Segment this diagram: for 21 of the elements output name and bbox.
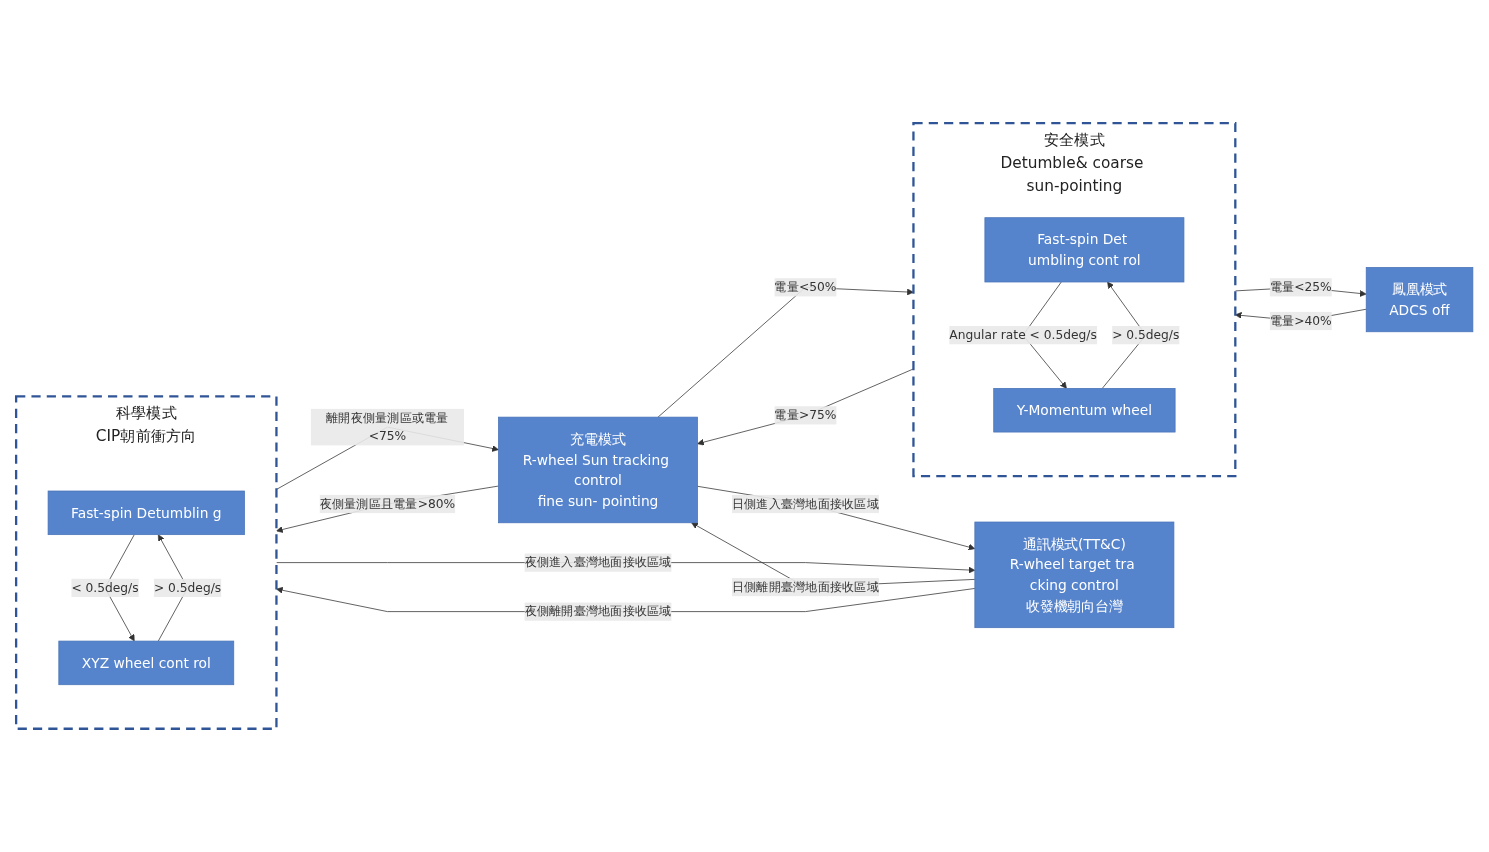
edge-label: 夜側進入臺灣地面接收區域 <box>524 555 672 570</box>
node-box: Fast-spin Det umbling cont rol <box>984 217 1185 283</box>
edge-label: 電量<25% <box>1269 279 1332 295</box>
edge-label: 電量<50% <box>774 279 837 295</box>
edge-label: < 0.5deg/s <box>71 580 139 595</box>
edge-label: 夜側量測區且電量>80% <box>319 496 456 511</box>
edge-label: 離開夜側量測區或電量<75% <box>326 410 449 444</box>
edge-label: 電量>40% <box>1269 313 1332 328</box>
node-box: 通訊模式(TT&C) R-wheel target tra cking control 收發機朝向台灣 <box>974 521 1175 629</box>
node-box: XYZ wheel cont rol <box>58 640 235 686</box>
edge-label: 日側離開臺灣地面接收區域 <box>731 579 879 595</box>
node-box: 充電模式 R-wheel Sun tracking control fine sun- pointing <box>498 416 698 524</box>
edge-label: Angular rate < 0.5deg/s <box>949 327 1097 343</box>
edge-label: > 0.5deg/s <box>1112 327 1180 343</box>
node-box: 鳳凰模式 ADCS off <box>1365 267 1474 333</box>
edge-label: 電量>75% <box>774 407 837 423</box>
edge-label: 夜側離開臺灣地面接收區域 <box>524 604 672 619</box>
node-box: Y-Momentum wheel <box>993 388 1176 433</box>
node-box: Fast-spin Detumblin g <box>47 490 245 536</box>
edge-label: > 0.5deg/s <box>153 580 222 595</box>
edge-label: 日側進入臺灣地面接收區域 <box>731 496 879 511</box>
